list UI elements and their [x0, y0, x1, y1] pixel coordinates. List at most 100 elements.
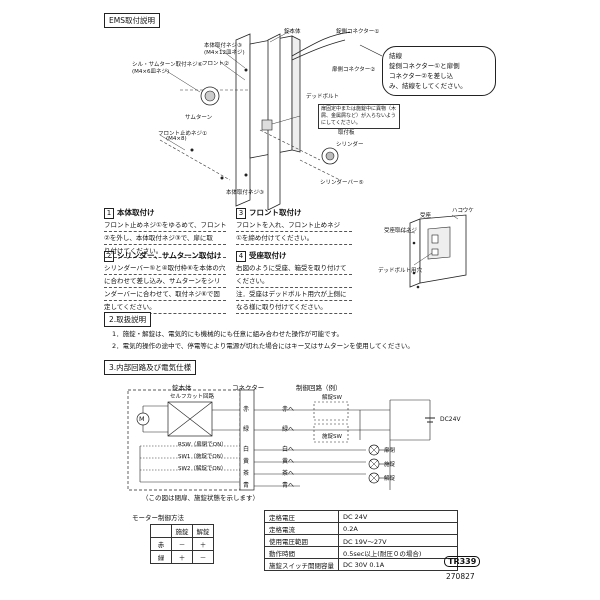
- step-4-number: 4: [236, 251, 246, 262]
- label-kaijo-sw: 解錠SW: [322, 395, 342, 401]
- section-title-handling: 2.取扱説明: [104, 312, 152, 327]
- label-front-tome-neji-size: (M4×8): [166, 136, 187, 142]
- label-connector1: 錠側コネクター①: [336, 29, 380, 35]
- lamp-door-closed: 扉閉: [384, 448, 396, 454]
- wire-right-yellow: 黄へ: [282, 458, 295, 465]
- callout-line-1: 錠側コネクター①と扉側: [389, 62, 460, 70]
- label-sejo-sw: 施錠SW: [322, 434, 342, 440]
- label-honbai-neji: 本体取付ネジ③: [204, 43, 242, 49]
- table-cell: 施錠: [171, 524, 193, 538]
- table-cell: 緑: [150, 550, 172, 564]
- label-rsw: RSW（扉閉でON）: [178, 442, 227, 448]
- spec-label: 施錠スイッチ開閉容量: [264, 558, 339, 571]
- step-1-line-3: り付けてください。: [104, 245, 226, 258]
- document-code: 270827: [446, 572, 475, 581]
- step-2-line-1: シリンダーバー⑤と④取付枠⑥を本体の穴: [104, 262, 226, 275]
- label-cylinder-bar: シリンダーバー⑤: [320, 180, 364, 186]
- deadbolt-warning-note: 扉固定中または施錠中に異物（木屑、金属屑など）が入らないようにしてください。: [318, 104, 400, 129]
- handling-line-2: 2．電気的操作の途中で、停電等により電源が切れた場合にはキー又はサムターンを使用…: [112, 342, 414, 350]
- label-seal-neji: シル・サムターン取付ネジ⑥: [132, 62, 203, 68]
- wire-white: 白: [243, 446, 250, 453]
- label-connector: コネクター: [232, 384, 265, 392]
- spec-value: 0.2A: [338, 522, 458, 535]
- spec-value: DC 30V 0.1A: [338, 558, 458, 571]
- label-front-tome-neji: フロント止めネジ①: [158, 131, 207, 137]
- wiring-callout: 結線 錠側コネクター①と扉側 コネクター②を差し込 み、結線をしてください。: [382, 46, 496, 96]
- label-deadbolt-ana: デッドボルト用穴: [378, 268, 423, 274]
- wire-yellow: 黄: [243, 458, 250, 465]
- label-honbai: 錠本体: [284, 29, 301, 35]
- section-title-circuit: 3.内部回路及び電気仕様: [104, 360, 197, 375]
- step-2-line-3: ンダーバーに合わせて、取付ネジ⑥で固: [104, 288, 226, 301]
- step-4-title: 受座取付け: [249, 251, 287, 260]
- spec-label: 定格電圧: [264, 510, 339, 523]
- spec-value: DC 19V～27V: [338, 534, 458, 547]
- label-hakoukuke: ハコウケ: [452, 208, 474, 214]
- label-thumbturn: サムターン: [185, 115, 213, 121]
- wire-brown: 茶: [243, 470, 250, 477]
- spec-label: 動作時間: [264, 546, 339, 559]
- motor-icon: M: [139, 415, 145, 423]
- step-1-title: 本体取付け: [117, 208, 155, 217]
- step-1-number: 1: [104, 208, 114, 219]
- label-front: フロント②: [202, 61, 229, 67]
- label-sw1: SW1（施錠でON）: [178, 454, 227, 460]
- spec-value: DC 24V: [338, 510, 458, 523]
- label-connector2: 扉側コネクター②: [332, 67, 376, 73]
- wire-blue: 青: [243, 482, 250, 489]
- lamp-unlocked: 解錠: [384, 476, 396, 482]
- label-lock-body: 錠本体: [172, 384, 192, 392]
- step-3-line-1: フロントを入れ、フロント止めネジ: [236, 219, 352, 232]
- circuit-state-note: （この図は閉扉、施錠状態を示します）: [142, 494, 259, 502]
- model-stamp: TR339: [444, 556, 481, 567]
- wire-right-red: 赤へ: [282, 406, 295, 413]
- step-4-line-1: 右図のように受座、箱受を取り付けて: [236, 262, 352, 275]
- table-cell: －: [171, 537, 193, 551]
- motor-control-table: 施錠 解錠 赤 － ＋ 緑 ＋ －: [150, 524, 214, 564]
- label-seal-neji-size: (M4×6皿ネジ): [132, 69, 170, 75]
- callout-line-3: み、結線をしてください。: [389, 82, 467, 90]
- table-cell: ＋: [192, 537, 214, 551]
- table-row: 緑 ＋ －: [150, 550, 214, 564]
- wire-right-blue: 青へ: [282, 482, 295, 489]
- table-cell: 赤: [150, 537, 172, 551]
- wire-right-brown: 茶へ: [282, 470, 295, 477]
- label-deadbolt: デッドボルト: [306, 94, 340, 100]
- label-selfcut: セルフカット回路: [170, 394, 215, 400]
- step-2-title: シリンダー、サムターン取付け: [117, 251, 222, 260]
- label-honbai-neji-bottom: 本体取付ネジ③: [226, 190, 264, 196]
- step-3-number: 3: [236, 208, 246, 219]
- circuit-diagram: [127, 389, 435, 491]
- lamp-locked: 施錠: [384, 462, 396, 468]
- strike-plate-diagram: [399, 214, 467, 289]
- label-honbai-neji-size: (M4×12皿ネジ): [204, 50, 245, 56]
- callout-title: 結線: [389, 52, 402, 60]
- step-2-line-2: に合わせて差し込み、サムターンをシリ: [104, 275, 226, 288]
- table-cell: 解錠: [192, 524, 214, 538]
- table-row: 施錠 解錠: [150, 524, 214, 538]
- wire-green: 緑: [243, 426, 250, 433]
- table-cell: －: [192, 550, 214, 564]
- step-1-line-1: フロント止めネジ①をゆるめて、フロント: [104, 219, 227, 232]
- table-cell: ＋: [171, 550, 193, 564]
- label-control-circuit: 制御回路（例）: [296, 384, 342, 392]
- step-4-line-4: なる様に取り付けてください。: [236, 301, 352, 314]
- step-3-title: フロント取付け: [249, 208, 302, 217]
- spec-label: 定格電流: [264, 522, 339, 535]
- table-row: 赤 － ＋: [150, 537, 214, 551]
- step-2-number: 2: [104, 251, 114, 262]
- handling-text: 1．施錠・解錠は、電気的にも機械的にも任意に組み合わせた操作が可能です。 2．電…: [112, 328, 414, 352]
- step-3-line-2: ①を締め付けてください。: [236, 232, 352, 245]
- step-2-line-4: 定してください。: [104, 301, 226, 314]
- motor-table-title: モーター制御方法: [132, 514, 184, 522]
- wire-right-green: 緑へ: [282, 426, 295, 433]
- spec-label: 使用電圧範囲: [264, 534, 339, 547]
